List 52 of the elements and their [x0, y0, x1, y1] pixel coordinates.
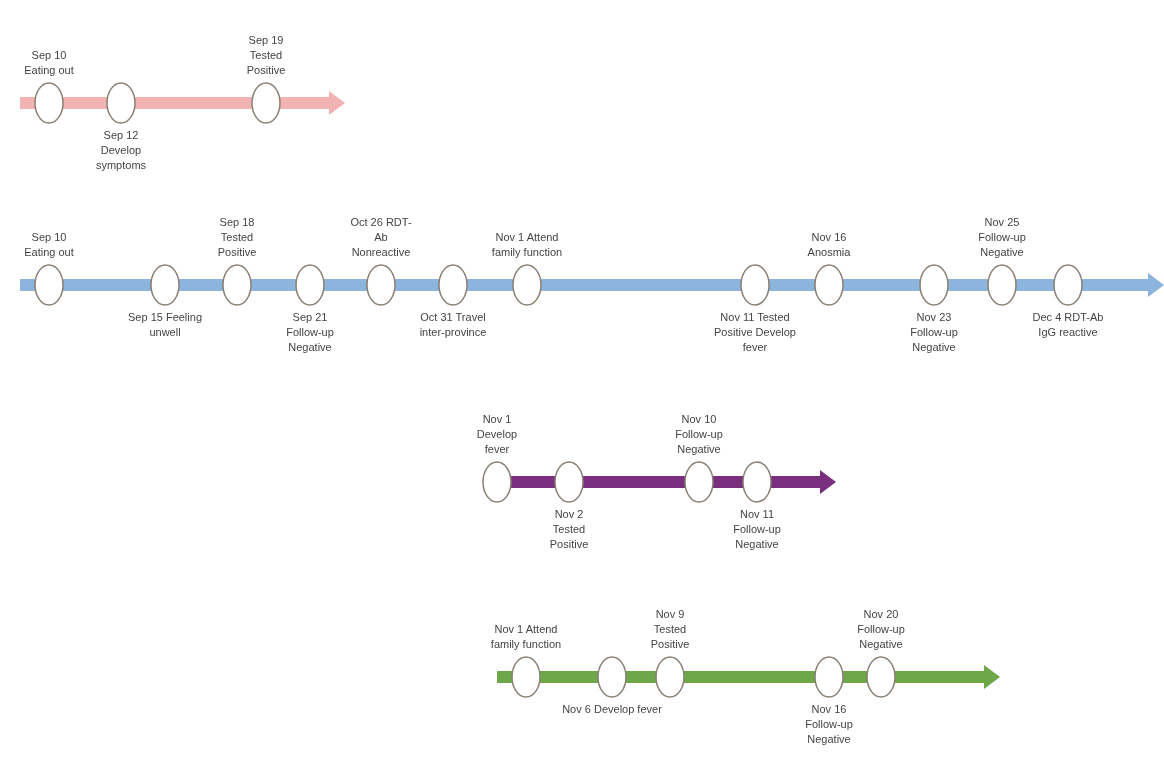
event-label: Sep 21 Follow-up Negative [285, 310, 335, 355]
timeline-circle [106, 82, 136, 124]
event-label: Dec 4 RDT-Ab IgG reactive [1031, 310, 1105, 340]
timeline-circle [597, 656, 627, 698]
event-label: Nov 25 Follow-up Negative [977, 215, 1027, 260]
event-label: Nov 1 Develop fever [475, 412, 519, 457]
event-label: Sep 15 Feeling unwell [127, 310, 203, 340]
event-label: Nov 2 Tested Positive [548, 507, 590, 552]
event-label: Nov 20 Follow-up Negative [856, 607, 906, 652]
timeline-circle [987, 264, 1017, 306]
timeline-arrow [771, 470, 836, 494]
timeline-circle [251, 82, 281, 124]
timeline-circle [919, 264, 949, 306]
event-label: Nov 16 Anosmia [806, 230, 852, 260]
event-label: Sep 10 Eating out [23, 230, 75, 260]
event-label: Nov 1 Attend family function [490, 230, 564, 260]
timeline-circle [655, 656, 685, 698]
timeline-circle [1053, 264, 1083, 306]
timeline-circle [866, 656, 896, 698]
timeline-circle [814, 264, 844, 306]
event-label: Nov 9 Tested Positive [649, 607, 691, 652]
event-label: Nov 16 Follow-up Negative [804, 702, 854, 747]
event-label: Nov 23 Follow-up Negative [909, 310, 959, 355]
timeline-circle [482, 461, 512, 503]
timeline-circle [684, 461, 714, 503]
event-label: Sep 12 Develop symptoms [94, 128, 148, 173]
event-label: Nov 10 Follow-up Negative [674, 412, 724, 457]
timeline-circle [295, 264, 325, 306]
timeline-circle [740, 264, 770, 306]
event-label: Sep 10 Eating out [23, 48, 75, 78]
event-label: Oct 26 RDT-Ab Nonreactive [349, 215, 413, 260]
timeline-circle [511, 656, 541, 698]
timeline-circle [366, 264, 396, 306]
timeline-circle [34, 264, 64, 306]
timeline-circle [150, 264, 180, 306]
timeline-circle [814, 656, 844, 698]
timeline-circle [34, 82, 64, 124]
event-label: Nov 1 Attend family function [489, 622, 563, 652]
timeline-circle [554, 461, 584, 503]
event-label: Oct 31 Travel inter-province [418, 310, 488, 340]
event-label: Sep 18 Tested Positive [216, 215, 258, 260]
timeline-circle [742, 461, 772, 503]
timeline-circle [438, 264, 468, 306]
event-label: Nov 6 Develop fever [562, 702, 662, 717]
event-label: Nov 11 Follow-up Negative [732, 507, 782, 552]
timeline-arrow [895, 665, 1000, 689]
timeline-arrow [280, 91, 345, 115]
timeline-circle [222, 264, 252, 306]
event-label: Sep 19 Tested Positive [245, 33, 287, 78]
event-label: Nov 11 Tested Positive Develop fever [713, 310, 797, 355]
timeline-circle [512, 264, 542, 306]
timeline-arrow [1082, 273, 1164, 297]
